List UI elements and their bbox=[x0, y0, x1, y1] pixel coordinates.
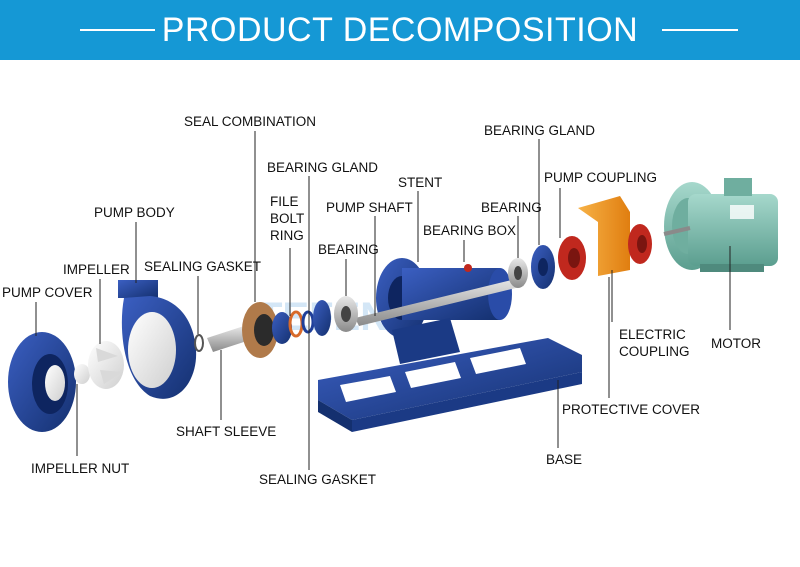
label-bearing-2: BEARING bbox=[481, 200, 542, 215]
sealing-gasket-top-part bbox=[194, 334, 204, 352]
label-sealing-gasket-top: SEALING GASKET bbox=[144, 259, 262, 274]
label-bearing-1: BEARING bbox=[318, 242, 379, 257]
pump-body-part bbox=[118, 280, 197, 399]
label-pump-coupling: PUMP COUPLING bbox=[544, 170, 658, 185]
label-bearing-gland-2: BEARING GLAND bbox=[484, 123, 596, 138]
label-pump-shaft: PUMP SHAFT bbox=[326, 200, 413, 215]
shaft-sleeve-part bbox=[207, 326, 250, 352]
seal-combination-part bbox=[242, 302, 292, 358]
label-electric-coupling-line-2: COUPLING bbox=[619, 344, 690, 359]
impeller-nut-part bbox=[74, 364, 90, 384]
label-seal-combination: SEAL COMBINATION bbox=[184, 114, 317, 129]
pump-exploded-diagram: TEFENG bbox=[0, 60, 800, 567]
label-stent: STENT bbox=[398, 175, 443, 190]
pump-coupling-part bbox=[558, 236, 586, 280]
label-impeller-nut: IMPELLER NUT bbox=[31, 461, 130, 476]
electric-coupling-part bbox=[628, 224, 652, 264]
banner-rule-right bbox=[662, 29, 738, 31]
page-title: PRODUCT DECOMPOSITION bbox=[161, 11, 639, 49]
banner-rule-left bbox=[80, 29, 155, 31]
motor-part bbox=[663, 178, 778, 272]
label-file-bolt-ring-line-2: BOLT bbox=[270, 211, 305, 226]
label-electric-coupling-line-1: ELECTRIC bbox=[619, 327, 686, 342]
bearing-2-part bbox=[508, 258, 528, 288]
bearing-gland-1-part bbox=[313, 300, 331, 336]
label-file-bolt-ring-line-1: FILE bbox=[270, 194, 299, 209]
protective-cover-part bbox=[578, 196, 630, 276]
label-file-bolt-ring: FILE BOLT RING bbox=[270, 193, 304, 244]
bearing-1-part bbox=[334, 296, 358, 332]
bearing-gland-2-part bbox=[531, 245, 555, 289]
sealing-gasket-bottom-part bbox=[301, 310, 315, 334]
label-sealing-gasket-bottom: SEALING GASKET bbox=[259, 472, 377, 487]
label-pump-cover: PUMP COVER bbox=[2, 285, 93, 300]
label-base: BASE bbox=[546, 452, 583, 467]
label-bearing-box: BEARING BOX bbox=[423, 223, 517, 238]
label-electric-coupling: ELECTRIC COUPLING bbox=[619, 326, 690, 360]
header-banner: PRODUCT DECOMPOSITION bbox=[0, 0, 800, 60]
label-pump-body: PUMP BODY bbox=[94, 205, 175, 220]
label-file-bolt-ring-line-3: RING bbox=[270, 228, 304, 243]
pump-cover-part bbox=[8, 332, 76, 432]
label-shaft-sleeve: SHAFT SLEEVE bbox=[176, 424, 277, 439]
label-impeller: IMPELLER bbox=[63, 262, 130, 277]
leader-lines bbox=[35, 131, 731, 470]
label-motor: MOTOR bbox=[711, 336, 761, 351]
impeller-part bbox=[88, 341, 124, 389]
label-protective-cover: PROTECTIVE COVER bbox=[562, 402, 701, 417]
base-part bbox=[318, 338, 582, 432]
label-bearing-gland-1: BEARING GLAND bbox=[267, 160, 379, 175]
pump-shaft-part bbox=[355, 278, 524, 326]
